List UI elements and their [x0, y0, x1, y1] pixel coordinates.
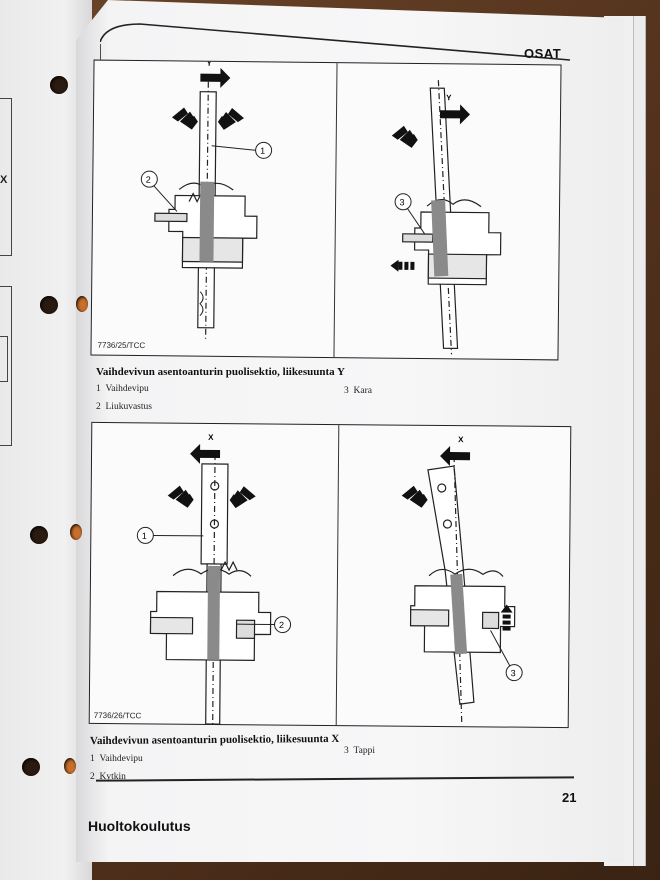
legend-item: 3 Tappi: [344, 746, 375, 756]
legend-number: 3: [344, 746, 349, 756]
binder-hole: [30, 526, 48, 544]
callout-label: 2: [279, 620, 284, 630]
page-hole: [64, 758, 76, 774]
legend-number: 1: [96, 384, 101, 394]
direction-label: X: [458, 435, 464, 444]
legend-item: 3 Kara: [344, 386, 372, 396]
legend-number: 2: [90, 772, 95, 782]
legend-text: Tappi: [353, 746, 376, 756]
section-title: OSAT: [524, 46, 562, 61]
figure-code: 7736/25/TCC: [97, 340, 146, 351]
legend-text: Kara: [353, 386, 372, 396]
callout-label: 3: [400, 197, 405, 207]
direction-label: Y: [206, 61, 212, 68]
previous-page-box: [0, 98, 12, 256]
section-drawing-x: X 1 2 X 3: [136, 433, 523, 725]
legend-number: 2: [96, 402, 101, 412]
direction-label: X: [208, 433, 214, 442]
binder-hole: [22, 758, 40, 776]
legend-item: 2 Liukuvastus: [96, 402, 152, 412]
footer-brand: Huoltokoulutus: [88, 818, 191, 834]
figure-caption: Vaihdevivun asentoanturin puolisektio, l…: [96, 366, 345, 378]
figure-caption: Vaihdevivun asentoanturin puolisektio, l…: [89, 732, 340, 748]
binder-hole: [40, 296, 58, 314]
callout-label: 1: [260, 146, 265, 156]
legend-number: 1: [90, 754, 95, 764]
figure-code: 7736/26/TCC: [93, 710, 142, 721]
legend-text: Vaihdevipu: [105, 384, 149, 394]
legend-item: 1 Vaihdevipu: [90, 754, 143, 764]
section-drawing-y: Y 1 2 Y 3: [140, 61, 502, 355]
legend-text: Liukuvastus: [105, 402, 152, 412]
page-number: 21: [562, 790, 577, 805]
legend-number: 3: [344, 386, 349, 396]
legend-text: Kytkin: [99, 772, 126, 782]
header-rule: [100, 23, 570, 68]
legend-text: Vaihdevipu: [99, 754, 143, 764]
legend-item: 2 Kytkin: [90, 772, 126, 782]
figure-y-direction: Y 1 2 Y 3 7: [90, 59, 562, 361]
binder-hole: [50, 76, 68, 94]
direction-label: Y: [446, 93, 452, 102]
legend-item: 1 Vaihdevipu: [96, 384, 149, 394]
callout-label: 3: [511, 668, 516, 678]
callout-label: 2: [146, 175, 151, 185]
page-hole: [70, 524, 82, 540]
previous-page-box: [0, 336, 8, 382]
previous-page-box: [0, 286, 12, 446]
page-hole: [76, 296, 88, 312]
previous-page-mark: X: [0, 174, 8, 186]
callout-label: 1: [142, 531, 147, 541]
figure-x-direction: X 1 2 X 3 7736/26/T: [88, 421, 572, 729]
